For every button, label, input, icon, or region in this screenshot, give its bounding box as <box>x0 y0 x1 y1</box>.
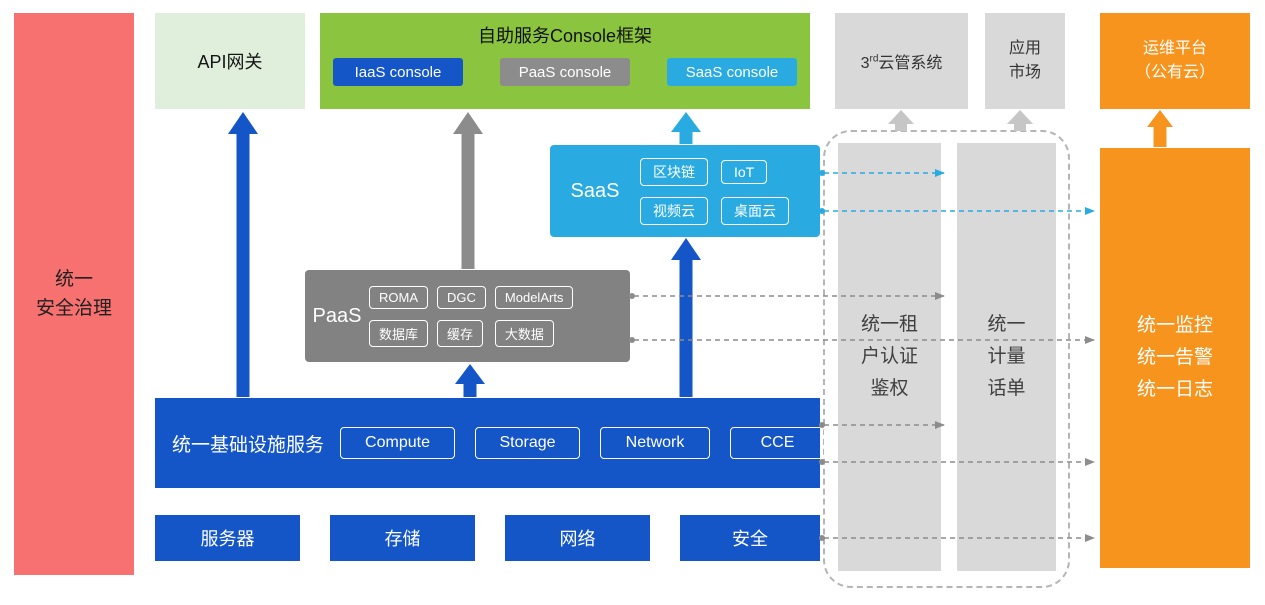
hardware-security-box: 安全 <box>680 515 820 561</box>
infrastructure-label: 统一基础设施服务 <box>172 434 325 456</box>
arrow-saas-to-console <box>671 112 701 144</box>
hardware-storage-box: 存储 <box>330 515 475 561</box>
paas-item-roma: ROMA <box>369 285 428 309</box>
paas-item-database: 数据库 <box>369 319 429 347</box>
third-party-cloud-box: 3rd云管系统 <box>835 13 968 109</box>
paas-label: PaaS <box>312 304 362 327</box>
infrastructure-bar: 统一基础设施服务 Compute Storage Network CCE <box>155 398 826 488</box>
api-gateway-box: API网关 <box>155 13 305 109</box>
arrow-paas-to-console <box>453 112 483 269</box>
om-platform-box: 运维平台 （公有云） <box>1100 13 1250 109</box>
saas-item-blockchain: 区块链 <box>640 157 708 186</box>
paas-item-dgc: DGC <box>437 285 486 309</box>
saas-item-iot: IoT <box>721 159 768 184</box>
console-framework-title: 自助服务Console框架 <box>477 26 653 46</box>
saas-label: SaaS <box>570 179 620 202</box>
paas-console-chip: PaaS console <box>500 58 630 86</box>
arrow-pipelines-to-app-market <box>1007 110 1033 131</box>
app-market-box: 应用 市场 <box>985 13 1065 109</box>
arrow-pipelines-to-third-party <box>888 110 914 131</box>
pipelines-dashed-container <box>823 130 1070 588</box>
paas-item-cache: 缓存 <box>437 319 484 347</box>
hardware-server-box: 服务器 <box>155 515 300 561</box>
paas-items: ROMA DGC ModelArts 数据库 缓存 大数据 <box>369 285 574 347</box>
console-chip-row: IaaS console PaaS console SaaS console <box>320 58 810 86</box>
paas-box: PaaS ROMA DGC ModelArts 数据库 缓存 大数据 <box>305 270 630 362</box>
monitoring-bar: 统一监控 统一告警 统一日志 <box>1100 148 1250 568</box>
infra-item-compute: Compute <box>340 427 456 459</box>
saas-item-video-cloud: 视频云 <box>640 196 708 225</box>
saas-items: 区块链 IoT 视频云 桌面云 <box>640 157 789 225</box>
arrow-infra-to-paas <box>455 364 485 397</box>
arrow-monitoring-to-om-platform <box>1147 110 1173 147</box>
tenant-auth-bar: 统一租 户认证 鉴权 <box>838 143 941 571</box>
infra-item-storage: Storage <box>475 427 581 459</box>
paas-item-bigdata: 大数据 <box>494 319 554 347</box>
infrastructure-items: Compute Storage Network CCE <box>340 427 826 459</box>
infra-item-cce: CCE <box>730 427 826 459</box>
hardware-network-box: 网络 <box>505 515 650 561</box>
iaas-console-chip: IaaS console <box>333 58 463 86</box>
arrow-infra-to-saas <box>671 238 701 397</box>
saas-console-chip: SaaS console <box>667 58 797 86</box>
console-framework-box: 自助服务Console框架 IaaS console PaaS console … <box>320 13 810 109</box>
saas-item-desktop-cloud: 桌面云 <box>721 196 789 225</box>
paas-item-modelarts: ModelArts <box>494 285 574 309</box>
metering-bar: 统一 计量 话单 <box>957 143 1056 571</box>
arrow-infra-to-api-gateway <box>228 112 258 397</box>
third-party-label: 3rd云管系统 <box>860 53 943 72</box>
infra-item-network: Network <box>600 427 711 459</box>
security-governance-bar: 统一 安全治理 <box>14 13 134 575</box>
saas-box: SaaS 区块链 IoT 视频云 桌面云 <box>550 145 820 237</box>
